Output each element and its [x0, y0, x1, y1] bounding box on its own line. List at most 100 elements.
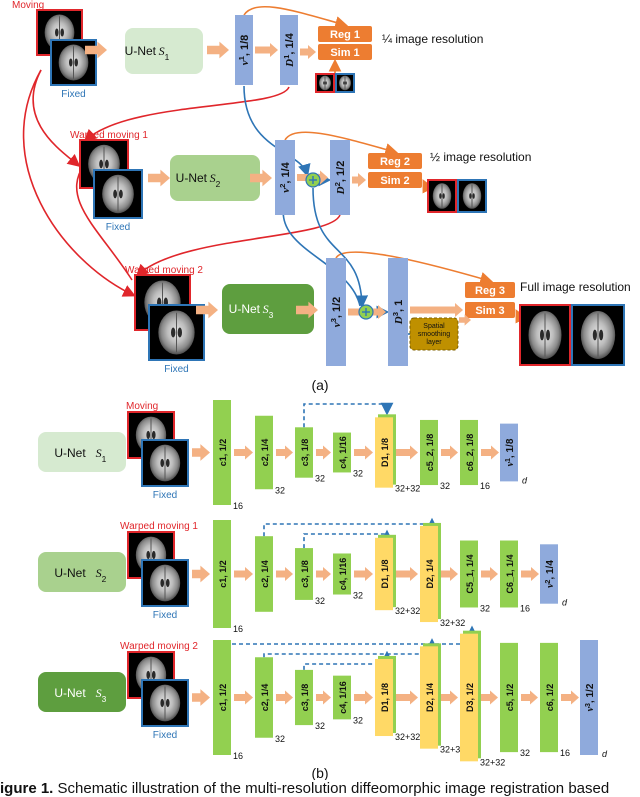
velocity-output-block — [500, 423, 518, 482]
brain-ventricle — [151, 550, 156, 560]
brain-ventricle — [323, 81, 325, 85]
brain-ventricle — [599, 329, 604, 341]
d-to-sim-arrow — [352, 173, 366, 187]
block-label: c5, 1/2 — [505, 684, 515, 712]
block-label: c2, 1/4 — [260, 560, 270, 588]
input-arrow — [196, 301, 218, 319]
small-moving-image — [315, 73, 335, 93]
caption-prefix: igure 1. — [0, 780, 54, 797]
block-label: C6_1, 1/4 — [505, 554, 515, 593]
unet-name: U-Net — [54, 446, 86, 460]
channel-label: 32 — [315, 596, 325, 606]
channel-label: 16 — [520, 603, 530, 613]
fixed-image — [141, 439, 189, 487]
brain-ventricle — [118, 189, 123, 199]
brain-ventricle — [104, 159, 109, 169]
sim-loss-label: Sim 1 — [330, 47, 359, 59]
moving-label: Warped moving 1 — [70, 130, 148, 141]
smoothing-layer-box — [409, 317, 459, 351]
unet-box — [125, 28, 203, 74]
output-arrow — [521, 567, 539, 581]
velocity-field-label: v3, 1/2 — [329, 297, 344, 328]
block-arrow — [441, 567, 458, 581]
brain-ventricle — [165, 698, 170, 708]
brain-ventricle — [60, 28, 64, 37]
unet-label: S2 — [210, 171, 221, 189]
channel-label: 32+32 — [395, 732, 420, 742]
fixed-label: Fixed — [153, 610, 177, 621]
deformation-field-label: D3, 1 — [391, 300, 406, 325]
integration-arrow — [255, 43, 278, 57]
channel-label: 16 — [560, 748, 570, 758]
unet-label: S3 — [96, 686, 107, 704]
block-label: D3, 1/2 — [465, 683, 475, 712]
block-arrow — [276, 445, 293, 460]
part-b-label: (b) — [311, 765, 328, 780]
block-arrow — [276, 567, 293, 581]
unet-name: U-Net — [54, 686, 86, 700]
brain-ventricle — [160, 578, 165, 588]
conv-block — [460, 419, 478, 486]
conv-block — [213, 520, 231, 628]
block-arrow — [354, 567, 373, 581]
channel-label: 32 — [315, 474, 325, 484]
brain-ventricle — [113, 189, 118, 199]
velocity-field-block — [326, 258, 346, 366]
brain-ventricle — [160, 698, 165, 708]
sim-loss-label: Sim 2 — [380, 175, 409, 187]
velocity-field-label: v1, 1/8 — [237, 35, 252, 66]
v-to-reg-connector — [335, 251, 494, 285]
brain-ventricle — [165, 458, 170, 468]
sim-loss-label: Sim 3 — [475, 305, 504, 317]
conv-block — [540, 642, 558, 753]
small-fixed-image — [335, 73, 355, 93]
velocity-field-block — [235, 15, 253, 85]
v-to-reg-connector — [284, 131, 399, 156]
block-label: c1, 1/2 — [218, 684, 228, 712]
velocity-output-label: v1, 1/8 — [505, 438, 517, 466]
decoder-block — [420, 646, 438, 749]
unet-name: U-Net — [176, 171, 208, 185]
block-label: c4, 1/16 — [338, 681, 348, 714]
conv-block — [295, 548, 313, 600]
large-fixed-image — [571, 304, 625, 366]
conv-block — [460, 540, 478, 608]
block-arrow — [521, 690, 538, 705]
unet-name: U-Net — [125, 44, 157, 58]
unet-box — [170, 155, 260, 201]
deformation-field-block — [330, 140, 350, 215]
velocity-output-block — [540, 544, 558, 604]
smoothing-output-arrow — [459, 314, 471, 326]
brain-ventricle — [592, 329, 597, 341]
channel-label: 32+32 — [440, 745, 465, 755]
block-arrow — [316, 445, 331, 460]
resolution-label: Full image resolution — [520, 280, 631, 294]
block-arrow — [354, 690, 373, 705]
moving-label: Warped moving 1 — [120, 521, 198, 532]
conv-block — [295, 669, 313, 726]
brain-ventricle — [472, 193, 475, 199]
block-arrow — [276, 690, 293, 705]
brain-ventricle — [151, 430, 156, 440]
part-a-label: (a) — [311, 377, 328, 393]
brain-ventricle — [74, 58, 78, 67]
unet-label: S3 — [263, 302, 274, 320]
channel-label: 32 — [480, 603, 490, 613]
channel-label: 16 — [233, 501, 243, 511]
deformation-field-block — [280, 15, 298, 85]
reg-loss-box — [318, 26, 372, 42]
channel-label: 32 — [275, 485, 285, 495]
large-moving-image — [519, 304, 571, 366]
block-label: D2, 1/4 — [425, 559, 435, 588]
channel-label: 32 — [520, 748, 530, 758]
brain-ventricle — [55, 28, 59, 37]
resolution-label: ½ image resolution — [430, 150, 531, 164]
v-to-reg-connector — [243, 5, 349, 29]
output-channel-label: d — [522, 475, 528, 485]
block-arrow — [234, 690, 253, 705]
brain-ventricle — [540, 329, 544, 341]
deformation-field-block — [388, 258, 408, 366]
moving-to-warped2-connector — [22, 69, 136, 297]
conv-block — [213, 640, 231, 755]
